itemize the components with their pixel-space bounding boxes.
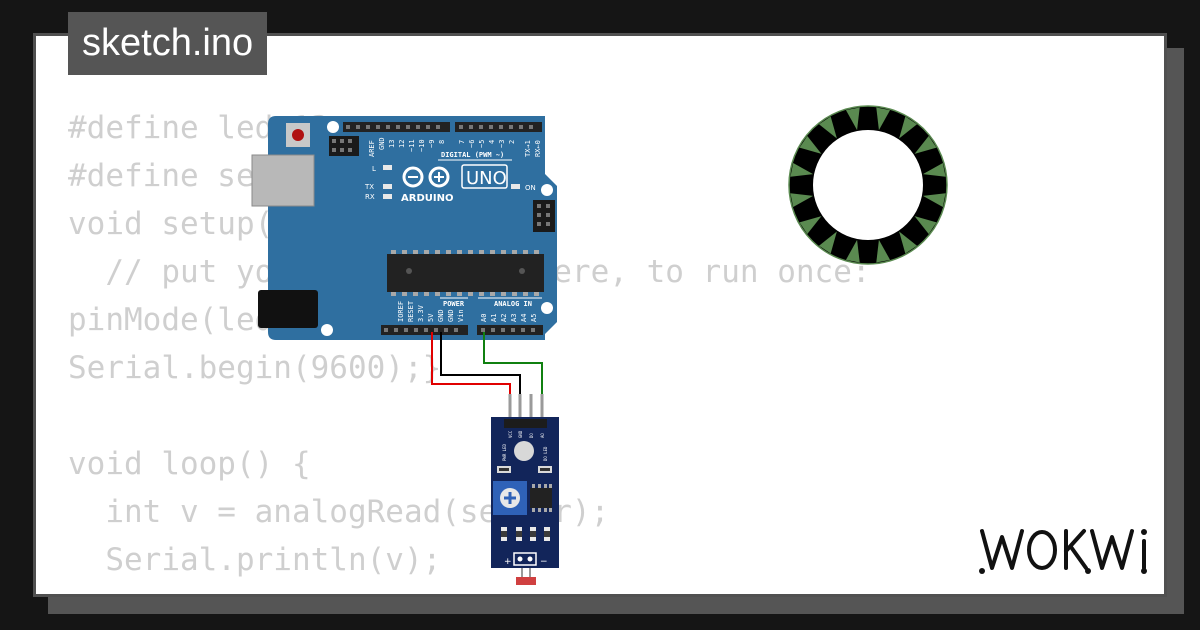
pin-label: GND: [447, 309, 455, 322]
pin-label: 2: [508, 140, 516, 144]
ring-outline: [788, 105, 948, 265]
module-pin-label: DO: [529, 433, 534, 438]
pin-label: A1: [490, 314, 498, 322]
ring-segment-mark: [914, 136, 937, 154]
board-brand: ARDUINO: [401, 193, 453, 204]
mount-hole: [541, 302, 553, 314]
module-pin-label: VCC: [508, 430, 513, 438]
pin-label: GND: [378, 137, 386, 150]
wire-signal[interactable]: [483, 332, 543, 418]
led-l-label: L: [372, 165, 376, 173]
led-tx: [383, 184, 392, 189]
pin-label: ~3: [498, 140, 506, 148]
pin-label: ~5: [478, 140, 486, 148]
pin-label: TX→1: [524, 140, 532, 157]
ring-segment-mark: [819, 231, 837, 254]
led-tx-label: TX: [364, 183, 374, 191]
mount-hole: [541, 184, 553, 196]
mount-hole: [321, 324, 333, 336]
module-pin-label: GND: [518, 430, 523, 438]
led-on: [511, 184, 520, 189]
power-jack: [258, 290, 318, 328]
ring-segment-mark: [876, 107, 891, 131]
code-line: Serial.println(v);: [68, 542, 442, 578]
pin-label: ~11: [408, 139, 416, 152]
project-card: #define led 13 #define sensor A0 void se…: [33, 33, 1167, 597]
photoresistor-module[interactable]: VCC GND DO AO PWR LED DO LED: [491, 394, 559, 585]
ring-segment-mark: [799, 136, 822, 154]
ring-segment-mark: [790, 193, 814, 208]
analog-header: [477, 325, 543, 335]
pin-label: 8: [438, 140, 446, 144]
pin-label: A4: [520, 314, 528, 322]
do-led-label: DO LED: [543, 446, 548, 461]
digital-header-label: DIGITAL (PWM ~): [441, 151, 504, 159]
pin-label: IOREF: [397, 301, 405, 322]
pin-label: RESET: [407, 300, 415, 322]
ring-segment-mark: [845, 107, 860, 131]
led-on-label: ON: [525, 184, 536, 192]
led-l: [383, 165, 392, 170]
led-rx-label: RX: [365, 193, 375, 201]
pin-label: ~10: [418, 139, 426, 152]
ring-segment-mark: [799, 216, 822, 234]
pin-label: AREF: [368, 140, 376, 157]
pin-label: A3: [510, 314, 518, 322]
ldr-socket: [513, 552, 537, 566]
ring-segment-mark: [899, 231, 917, 254]
ring-segment-mark: [876, 239, 891, 263]
ldr-minus-label: −: [540, 557, 548, 567]
ldr-plus-label: +: [504, 557, 512, 567]
pin-label: ~6: [468, 140, 476, 148]
atmega-chip: [387, 254, 544, 292]
ring-segment-mark: [914, 216, 937, 234]
pin-label: GND: [437, 309, 445, 322]
ring-segment-mark: [922, 162, 946, 177]
pin-label: 7: [458, 140, 466, 144]
power-header-label: POWER: [443, 300, 465, 308]
pin-label: A5: [530, 314, 538, 322]
code-line: void loop() {: [68, 446, 311, 482]
code-line: Serial.begin(9600);}: [68, 350, 442, 386]
ring-segment-mark: [899, 116, 917, 139]
comparator-chip: [530, 488, 552, 508]
ring-segment-mark: [790, 162, 814, 177]
analog-header-label: ANALOG IN: [494, 300, 532, 308]
led-rx: [383, 194, 392, 199]
pin-label: Vin: [457, 309, 465, 322]
mount-hole: [514, 441, 534, 461]
ring-segment-mark: [922, 193, 946, 208]
pin-label: ~9: [428, 140, 436, 148]
pin-label: 5V: [427, 313, 435, 322]
module-pin-label: AO: [540, 433, 545, 438]
ring-segment-mark: [819, 116, 837, 139]
pin-label: 13: [388, 140, 396, 148]
board-model: UNO: [466, 168, 507, 189]
code-line: if (v<50){: [68, 584, 871, 594]
pwr-led-label: PWR LED: [502, 444, 507, 461]
arduino-uno-board[interactable]: AREF GND 13 12 ~11 ~10 ~9 8 7 ~6 ~5 4 ~3…: [251, 116, 557, 340]
wire-gnd[interactable]: [440, 332, 521, 418]
pin-label: RX←0: [534, 140, 542, 157]
neopixel-ring[interactable]: [788, 105, 948, 265]
ring-segment-mark: [845, 239, 860, 263]
mount-hole: [327, 121, 339, 133]
pin-label: 4: [488, 140, 496, 144]
file-name-tab: sketch.ino: [68, 12, 268, 75]
wokwi-logo: [979, 529, 1147, 574]
pin-label: A0: [480, 314, 488, 322]
pin-label: 3.3V: [417, 304, 425, 322]
icsp-header-right: [533, 200, 555, 232]
pin-label: A2: [500, 314, 508, 322]
digital-header-right: [455, 122, 542, 132]
arduino-infinity-logo: [402, 166, 450, 188]
reset-button-cap: [292, 129, 304, 141]
usb-connector: [251, 154, 315, 207]
module-header: [504, 419, 547, 428]
photoresistor[interactable]: [516, 577, 536, 585]
pin-label: 12: [398, 140, 406, 148]
